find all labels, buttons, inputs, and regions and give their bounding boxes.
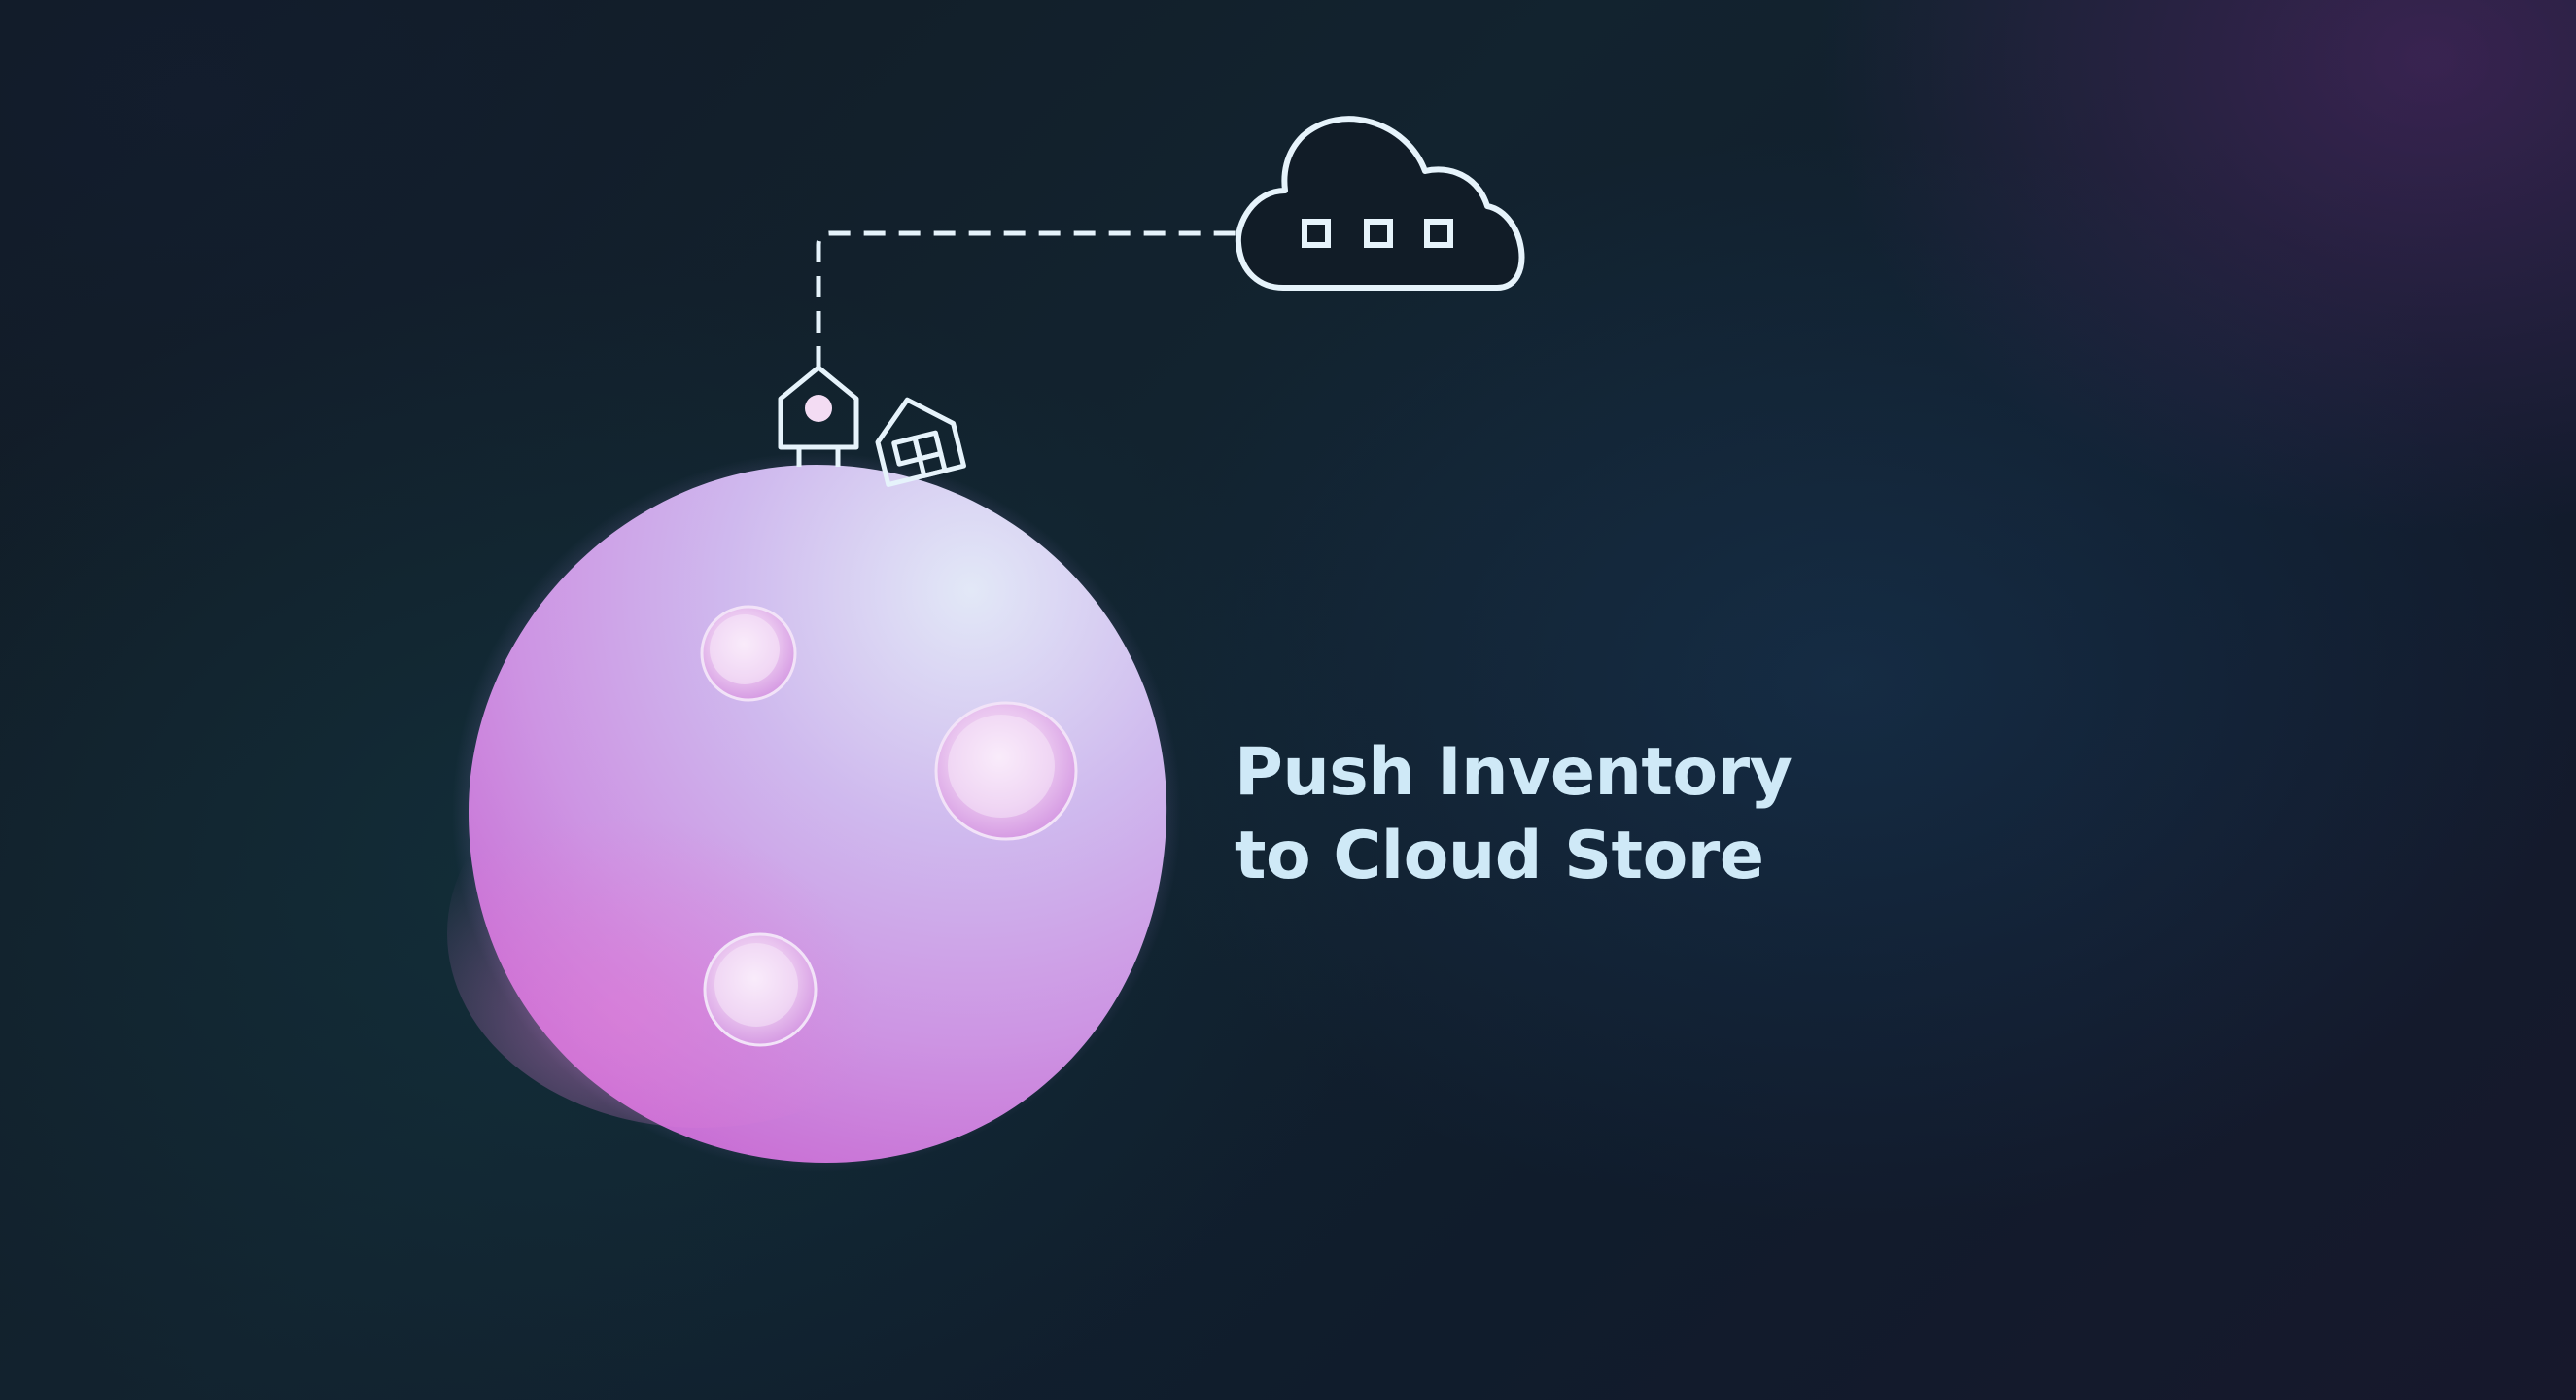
warehouse-icon bbox=[875, 397, 966, 487]
crater-icon bbox=[700, 605, 797, 702]
headline-line-2: to Cloud Store bbox=[1235, 818, 1764, 894]
crater-icon bbox=[703, 932, 818, 1047]
headline-line-1: Push Inventory bbox=[1235, 734, 1793, 811]
dashed-connector-line bbox=[816, 230, 1254, 368]
planet-icon bbox=[447, 452, 1181, 1172]
headline: Push Inventory to Cloud Store bbox=[1235, 731, 1793, 898]
beacon-icon bbox=[778, 365, 859, 467]
cloud-icon bbox=[1235, 116, 1525, 291]
crater-icon bbox=[934, 701, 1078, 841]
